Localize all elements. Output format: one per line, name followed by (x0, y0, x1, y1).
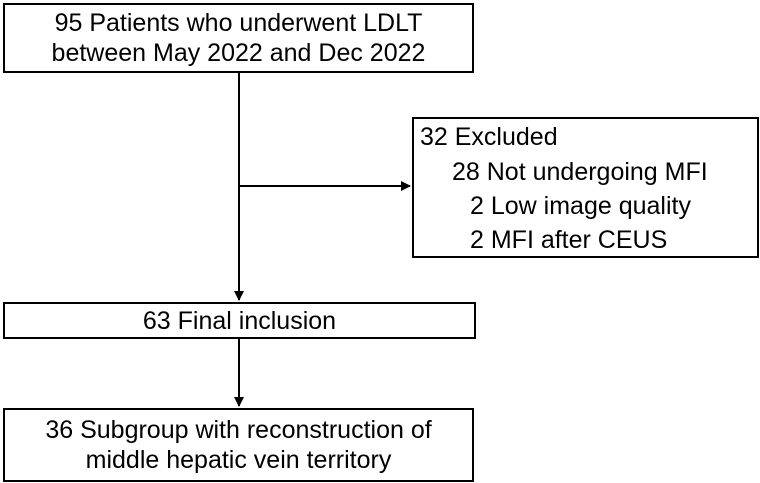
subgroup-line-2: middle hepatic vein territory (85, 446, 392, 474)
included-box: 63 Final inclusion (3, 302, 476, 339)
included-label: 63 Final inclusion (142, 306, 337, 335)
subgroup-line-1: 36 Subgroup with reconstruction of (45, 416, 432, 444)
subgroup-box: 36 Subgroup with reconstruction of middl… (3, 408, 474, 482)
excluded-reason: 2 Low image quality (470, 192, 691, 220)
enrolled-line-1: 95 Patients who underwent LDLT (54, 9, 423, 37)
excluded-reason: 2 MFI after CEUS (470, 226, 668, 254)
enrolled-box: 95 Patients who underwent LDLT between M… (3, 3, 474, 73)
excluded-title: 32 Excluded (420, 123, 558, 151)
enrolled-line-2: between May 2022 and Dec 2022 (51, 39, 426, 67)
excluded-reason: 28 Not undergoing MFI (452, 158, 708, 186)
excluded-box: 32 Excluded 28 Not undergoing MFI 2 Low … (412, 117, 759, 258)
